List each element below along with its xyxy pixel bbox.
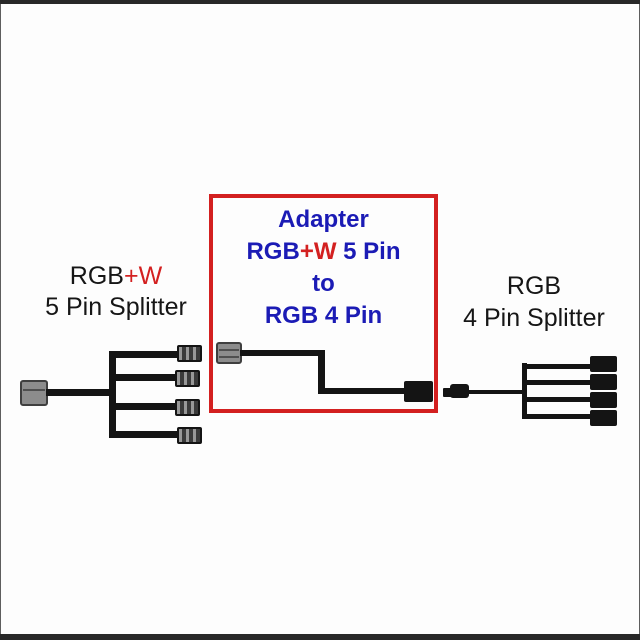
adapter-title-line3: to	[312, 270, 335, 297]
right-splitter-label-line2: 4 Pin Splitter	[463, 304, 605, 332]
connector-rib-line	[219, 356, 239, 358]
inline-plug-pin	[443, 388, 452, 397]
adapter-male-connector	[404, 381, 433, 402]
adapter-title: Adapter RGB+W 5 Pin to RGB 4 Pin	[209, 204, 438, 332]
top-letterbox-bar	[0, 0, 640, 4]
left-splitter-branch-wire-1	[112, 351, 180, 358]
bottom-letterbox-bar	[0, 634, 640, 640]
left-splitter-output-connector-1	[177, 345, 202, 362]
right-splitter-bus	[522, 363, 527, 419]
right-splitter-branch-wire-4	[524, 414, 592, 419]
left-label-rgb-text: RGB	[69, 262, 124, 290]
left-splitter-output-connector-3	[175, 399, 200, 416]
left-label-w-text: +W	[123, 262, 163, 290]
adapter-wire-vertical	[318, 350, 325, 394]
adapter-female-connector	[216, 342, 242, 364]
adapter-title-line4: RGB 4 Pin	[264, 302, 383, 329]
adapter-line2-rest-text: 5 Pin	[336, 238, 401, 265]
left-splitter-branch-wire-2	[112, 374, 178, 381]
left-splitter-output-connector-2	[175, 370, 200, 387]
left-splitter-label: RGB+W 5 Pin Splitter	[29, 261, 203, 323]
left-splitter-output-connector-4	[177, 427, 202, 444]
left-splitter-branch-wire-3	[112, 403, 178, 410]
connector-rib-line	[219, 349, 239, 351]
connector-rib-line	[23, 389, 45, 391]
right-splitter-branch-wire-3	[524, 397, 592, 402]
left-splitter-lead-wire	[46, 389, 116, 396]
adapter-line2-rgb-text: RGB	[246, 238, 300, 265]
adapter-wire-horizontal-1	[240, 350, 325, 356]
right-splitter-branch-wire-2	[524, 380, 592, 385]
left-splitter-bus	[109, 351, 116, 438]
adapter-title-line2: RGB+W 5 Pin	[209, 236, 438, 268]
inline-plug-body	[450, 384, 469, 398]
left-frame-edge	[0, 0, 1, 640]
adapter-wire-horizontal-2	[318, 388, 406, 394]
right-splitter-output-connector-3	[590, 392, 617, 408]
right-splitter-label-line1: RGB	[506, 272, 562, 300]
adapter-line2-w-text: +W	[299, 238, 337, 265]
left-splitter-branch-wire-4	[112, 431, 180, 438]
left-splitter-label-line2: 5 Pin Splitter	[45, 293, 187, 321]
right-splitter-output-connector-1	[590, 356, 617, 372]
right-splitter-lead-wire	[469, 390, 525, 394]
left-splitter-input-connector	[20, 380, 48, 406]
right-splitter-label: RGB 4 Pin Splitter	[447, 270, 621, 334]
left-splitter-label-line1: RGB+W	[29, 261, 203, 292]
right-splitter-output-connector-4	[590, 410, 617, 426]
right-splitter-branch-wire-1	[524, 364, 592, 369]
adapter-title-line1: Adapter	[278, 206, 369, 233]
adapter-highlight-box	[209, 194, 438, 413]
right-splitter-output-connector-2	[590, 374, 617, 390]
